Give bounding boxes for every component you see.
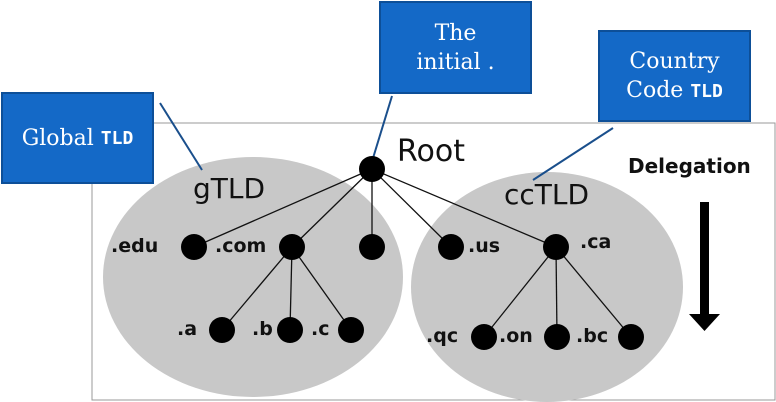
bc-node <box>618 324 644 350</box>
us-node <box>438 234 464 260</box>
edu-label: .edu <box>111 235 158 257</box>
delegation-label: Delegation <box>628 154 751 178</box>
com-label: .com <box>215 235 266 257</box>
global-callout-abbr: TLD <box>100 127 134 149</box>
ca-label: .ca <box>580 231 611 253</box>
gtld-group-label: gTLD <box>193 172 265 205</box>
a-node <box>209 317 235 343</box>
gtld-group-ellipse <box>103 157 403 397</box>
country-callout-line1: Country <box>629 48 720 74</box>
bc-label: .bc <box>576 325 608 347</box>
root-label: Root <box>397 134 465 169</box>
delegation-arrow-icon <box>689 202 720 331</box>
initial-callout-line1: The <box>434 20 477 46</box>
com-node <box>279 234 305 260</box>
c-label: .c <box>311 318 329 340</box>
tree-edges <box>193 168 632 338</box>
root-node <box>359 156 385 182</box>
country-callout-text: Code <box>626 77 684 103</box>
initial-dot-callout: The initial . <box>379 1 532 94</box>
edu-node <box>181 234 207 260</box>
initial-callout-line2: initial . <box>416 49 495 75</box>
unlabeled-tld-node <box>359 234 385 260</box>
a-label: .a <box>177 318 197 340</box>
country-callout-line2: Code TLD <box>626 76 723 106</box>
qc-node <box>471 324 497 350</box>
b-label: .b <box>252 318 273 340</box>
c-node <box>338 317 364 343</box>
b-node <box>277 317 303 343</box>
on-node <box>544 324 570 350</box>
cctld-group-label: ccTLD <box>504 178 589 211</box>
country-callout-abbr: TLD <box>690 80 723 102</box>
us-label: .us <box>468 235 500 257</box>
qc-label: .qc <box>426 325 458 347</box>
country-code-tld-callout: Country Code TLD <box>598 30 751 122</box>
on-label: .on <box>499 325 533 347</box>
global-callout-text: Global <box>21 125 94 151</box>
ca-node <box>543 234 569 260</box>
callout-leaders <box>159 95 614 181</box>
global-tld-callout: Global TLD <box>1 92 154 184</box>
